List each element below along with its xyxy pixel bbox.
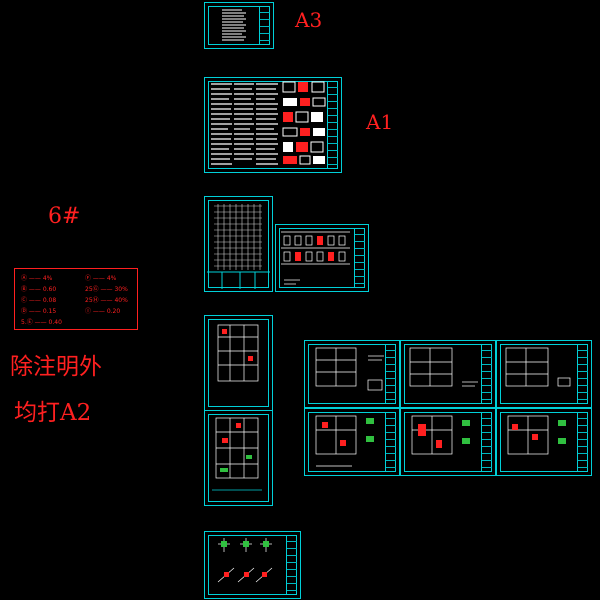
print-note-line2: 均打A2 bbox=[14, 400, 92, 426]
sheet-a3-index[interactable] bbox=[204, 2, 274, 49]
grid-plan-titlebar bbox=[207, 271, 270, 289]
node-details-content bbox=[217, 538, 273, 583]
index-list-lines bbox=[222, 9, 246, 41]
sheet-inner-border bbox=[208, 200, 269, 288]
detail-4-content bbox=[315, 415, 374, 467]
legend-row-right-2: 25Ⓖ —— 30% bbox=[85, 286, 128, 293]
title-block bbox=[481, 344, 492, 404]
sheet-node-details[interactable] bbox=[204, 531, 301, 599]
legend-row-left-2: Ⓑ —— 0.60 bbox=[21, 286, 57, 293]
legend-row-left-4: Ⓓ —— 0.15 bbox=[21, 308, 57, 315]
title-block bbox=[259, 6, 270, 45]
material-legend-box: Ⓐ —— 4% Ⓑ —— 0.60 Ⓒ —— 0.08 Ⓓ —— 0.15 5.… bbox=[14, 268, 138, 330]
door-window-table bbox=[281, 231, 350, 285]
title-block bbox=[577, 344, 588, 404]
title-block bbox=[286, 535, 297, 595]
notes-text-blocks bbox=[211, 83, 278, 165]
detail-6-content bbox=[507, 415, 566, 455]
building-number-label: 6# bbox=[48, 204, 81, 229]
detail-3-content bbox=[505, 347, 571, 387]
legend-row-left-5: 5.Ⓔ —— 0.40 bbox=[21, 319, 62, 326]
print-note-line1: 除注明外 bbox=[10, 354, 102, 380]
detail-2-content bbox=[409, 347, 478, 387]
plan-1-content bbox=[217, 324, 259, 382]
sheet-plan-2[interactable] bbox=[204, 410, 273, 506]
title-block bbox=[481, 412, 492, 472]
title-block bbox=[385, 412, 396, 472]
sheet-detail-3[interactable] bbox=[496, 340, 592, 408]
paper-size-a1-label: A1 bbox=[366, 110, 394, 134]
sheet-detail-6[interactable] bbox=[496, 408, 592, 476]
title-block bbox=[354, 228, 365, 288]
sheet-detail-4[interactable] bbox=[304, 408, 400, 476]
paper-size-a3-label: A3 bbox=[295, 8, 323, 32]
legend-row-left-1: Ⓐ —— 4% bbox=[21, 275, 53, 282]
sheet-detail-1[interactable] bbox=[304, 340, 400, 408]
sheet-inner-border bbox=[208, 414, 269, 502]
sheet-detail-2[interactable] bbox=[400, 340, 496, 408]
sheet-a1-notes[interactable] bbox=[204, 77, 342, 173]
legend-row-right-1: Ⓕ —— 4% bbox=[85, 275, 117, 282]
sheet-detail-5[interactable] bbox=[400, 408, 496, 476]
legend-row-left-3: Ⓒ —— 0.08 bbox=[21, 297, 57, 304]
detail-5-content bbox=[411, 415, 470, 455]
title-block bbox=[327, 81, 338, 169]
grid-plan-lines bbox=[214, 204, 262, 270]
title-block bbox=[385, 344, 396, 404]
plan-2-content bbox=[212, 417, 262, 491]
sheet-door-window-table[interactable] bbox=[275, 224, 369, 292]
legend-row-right-3: 25Ⓗ —— 40% bbox=[85, 297, 128, 304]
notes-detail-figures bbox=[282, 81, 326, 165]
sheet-inner-border bbox=[208, 319, 269, 407]
sheet-grid-plan[interactable] bbox=[204, 196, 273, 292]
legend-row-right-4: Ⓘ —— 0.20 bbox=[85, 308, 121, 315]
detail-1-content bbox=[315, 347, 384, 391]
title-block bbox=[577, 412, 588, 472]
